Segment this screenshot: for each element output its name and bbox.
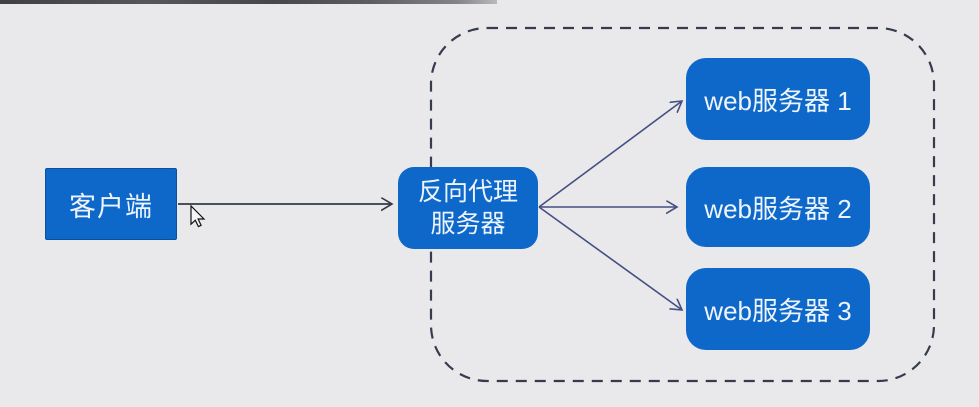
node-web-server-3: web服务器 3 [686, 268, 870, 350]
node-client: 客户端 [45, 168, 177, 240]
arrow-proxy-to-web3 [538, 206, 682, 310]
arrow-proxy-to-web1 [538, 101, 682, 208]
node-web-server-1-label: web服务器 1 [704, 85, 852, 116]
node-web-server-1: web服务器 1 [686, 58, 870, 140]
node-web-server-2: web服务器 2 [686, 167, 870, 247]
node-web-server-2-label: web服务器 2 [704, 193, 852, 224]
mouse-cursor-icon [190, 204, 206, 228]
node-reverse-proxy-label-line1: 反向代理 [417, 178, 518, 206]
top-edge-strip [0, 0, 497, 4]
node-reverse-proxy: 反向代理 服务器 [398, 167, 538, 249]
node-client-label: 客户端 [69, 191, 153, 222]
node-web-server-3-label: web服务器 3 [704, 295, 852, 326]
node-reverse-proxy-label-line2: 服务器 [430, 210, 506, 238]
